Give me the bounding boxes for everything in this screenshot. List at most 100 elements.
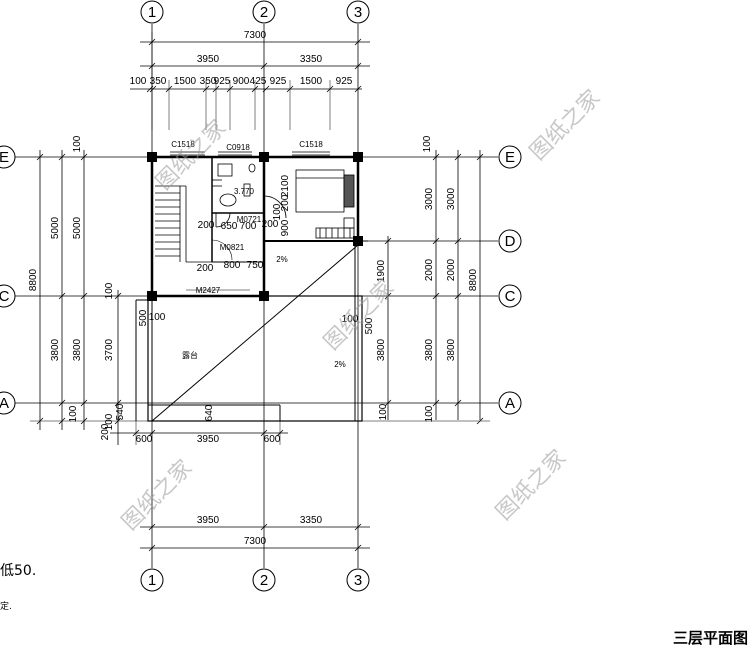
dim-right-seg-4: 100 [424, 405, 435, 422]
dim-interior-11: 200 [197, 263, 214, 274]
dim-right-inner-3: 100 [378, 403, 389, 420]
svg-text:C: C [0, 288, 10, 305]
dim-right-inner-2: 3800 [376, 338, 387, 361]
dim-left-outer-3: 100 [72, 135, 83, 152]
axis-bubble-D-right: D [498, 229, 522, 253]
watermark-4: 图纸之家 [117, 455, 197, 535]
dim-left-inner-6: 100 [104, 413, 115, 430]
dim-bottom-total: 7300 [244, 536, 267, 547]
drawing-title: 三层平面图 [673, 629, 748, 647]
dim-left-inner-3: 100 [104, 282, 115, 299]
dim-interior-8: 200 [198, 220, 215, 231]
axis-bubble-E-right: E [498, 145, 522, 169]
svg-text:2: 2 [260, 4, 268, 21]
dim-top-detail-5: 925 [214, 76, 231, 87]
dim-interior-13: 640 [204, 404, 215, 421]
dim-interior-1: 2100 [280, 174, 291, 197]
left-dimension-lines [30, 150, 150, 445]
note-line-2: 定. [0, 600, 12, 612]
dim-left-inner-2: 500 [138, 309, 149, 326]
dim-bottom-seg-2: 3350 [300, 515, 323, 526]
dim-bottom-detail-3: 600 [264, 434, 281, 445]
watermark-3: 图纸之家 [319, 275, 399, 355]
dim-interior-5: 200 [262, 219, 279, 230]
dim-right-top-100: 100 [422, 135, 433, 152]
door-swings [186, 239, 250, 291]
dim-right-seg-1: 3000 [424, 187, 435, 210]
axis-bubble-3-bottom: 3 [346, 568, 370, 592]
dim-top-detail-4: 350 [200, 76, 217, 87]
note-line-1: 低50. [0, 563, 36, 579]
axis-bubble-A-right: A [498, 391, 522, 415]
dim-left-inner-1: 3700 [104, 338, 115, 361]
dim-left-outer-2: 3800 [72, 338, 83, 361]
watermark-1: 图纸之家 [151, 115, 231, 195]
dim-interior-9: 800 [224, 260, 241, 271]
dim-top-total: 7300 [244, 30, 267, 41]
axis-bubble-C-right: C [498, 284, 522, 308]
right-dimension-lines [360, 150, 490, 425]
svg-text:1: 1 [148, 572, 156, 589]
axis-bubble-2-top: 2 [252, 0, 276, 24]
dim-right-outer-2: 2000 [446, 258, 457, 281]
dim-top-detail-1: 100 [130, 76, 147, 87]
dim-top-detail-6: 900 [233, 76, 250, 87]
label-door-m0821: M0821 [220, 243, 245, 252]
label-slope-1: 2% [276, 255, 288, 264]
dim-right-outer-3: 3800 [446, 338, 457, 361]
dim-top-detail-2: 350 [150, 76, 167, 87]
dim-right-outer-1: 3000 [446, 187, 457, 210]
svg-text:A: A [505, 395, 515, 412]
dim-top-detail-9: 1500 [300, 76, 323, 87]
svg-text:E: E [505, 149, 515, 166]
bathroom-fixtures [215, 163, 256, 228]
dim-top-detail-3: 1500 [174, 76, 197, 87]
label-door-m0721: M0721 [237, 215, 262, 224]
watermark-2: 图纸之家 [525, 85, 605, 165]
axis-bubble-C-left: C [0, 284, 16, 308]
dim-bottom-detail-2: 3950 [197, 434, 220, 445]
label-window-c1518-right: C1518 [299, 140, 323, 149]
label-slope-2: 2% [334, 360, 346, 369]
dim-interior-2: 200 [280, 194, 291, 211]
dim-right-seg-2: 2000 [424, 258, 435, 281]
dim-right-seg-3: 3800 [424, 338, 435, 361]
dim-right-inner-1: 1900 [376, 259, 387, 282]
axis-bubble-E-left: E [0, 145, 16, 169]
svg-text:3: 3 [354, 4, 362, 21]
columns [147, 152, 363, 301]
watermark-5: 图纸之家 [491, 445, 571, 525]
axis-bubble-3-top: 3 [346, 0, 370, 24]
svg-text:2: 2 [260, 572, 268, 589]
dim-top-detail-10: 925 [336, 76, 353, 87]
axis-bubble-1-bottom: 1 [140, 568, 164, 592]
bottom-dimension-lines [110, 405, 370, 552]
svg-text:1: 1 [148, 4, 156, 21]
bedroom-furniture [263, 169, 355, 239]
label-terrace: 露台 [182, 350, 198, 360]
dim-left-seg-1: 5000 [50, 216, 61, 239]
svg-text:C: C [505, 288, 516, 305]
dim-interior-7: 650 [221, 221, 238, 232]
staircase [155, 179, 222, 263]
dim-left-inner-4: 540 [115, 403, 126, 420]
dim-left-seg-2: 3800 [50, 338, 61, 361]
dim-right-total: 8800 [468, 268, 479, 291]
dim-left-seg-3: 100 [68, 405, 79, 422]
svg-text:3: 3 [354, 572, 362, 589]
dim-left-outer-1: 5000 [72, 216, 83, 239]
dim-interior-6: 700 [240, 221, 257, 232]
dim-left-inner-5: 200 [100, 423, 111, 440]
dim-interior-12: 3.770 [234, 187, 255, 196]
svg-text:E: E [0, 149, 9, 166]
axis-bubble-2-bottom: 2 [252, 568, 276, 592]
axis-bubble-1-top: 1 [140, 0, 164, 24]
dim-right-inner-4: 500 [364, 317, 375, 334]
dim-top-detail-7: 425 [250, 76, 267, 87]
dim-top-seg-1: 3950 [197, 54, 220, 65]
dim-bottom-detail-1: 600 [136, 434, 153, 445]
dim-top-detail-8: 925 [270, 76, 287, 87]
dim-left-inner-7: 100 [149, 312, 166, 323]
svg-text:D: D [505, 233, 516, 250]
